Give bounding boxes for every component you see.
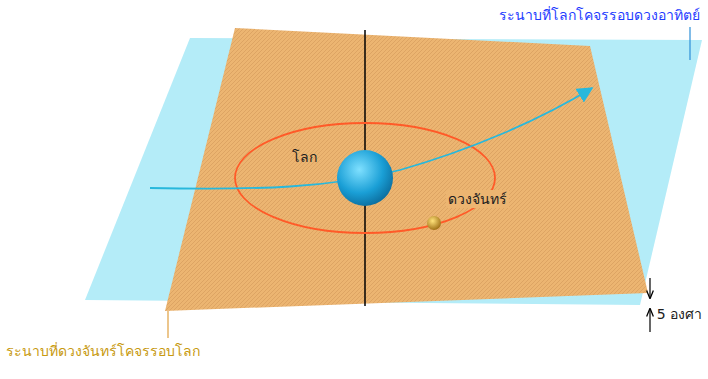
moon-orbit (235, 123, 495, 233)
plane-label: ระนาบที่ดวงจันทร์โคจรรอบโลก (6, 342, 200, 360)
angle-arrow (649, 309, 650, 332)
angle-label: 5 องศา (655, 305, 704, 323)
earth-sphere (337, 150, 393, 206)
planet-label: โลก (292, 148, 317, 166)
plane-label: ระนาบที่โลกโคจรรอบดวงอาทิตย์ (499, 6, 700, 24)
leader-line (689, 27, 690, 60)
moon-orbit-plane (165, 28, 648, 311)
leader-line (167, 311, 168, 338)
angle-arrow (649, 278, 650, 298)
moon-sphere (427, 216, 441, 230)
moon-label: ดวงจันทร์ (446, 190, 509, 208)
